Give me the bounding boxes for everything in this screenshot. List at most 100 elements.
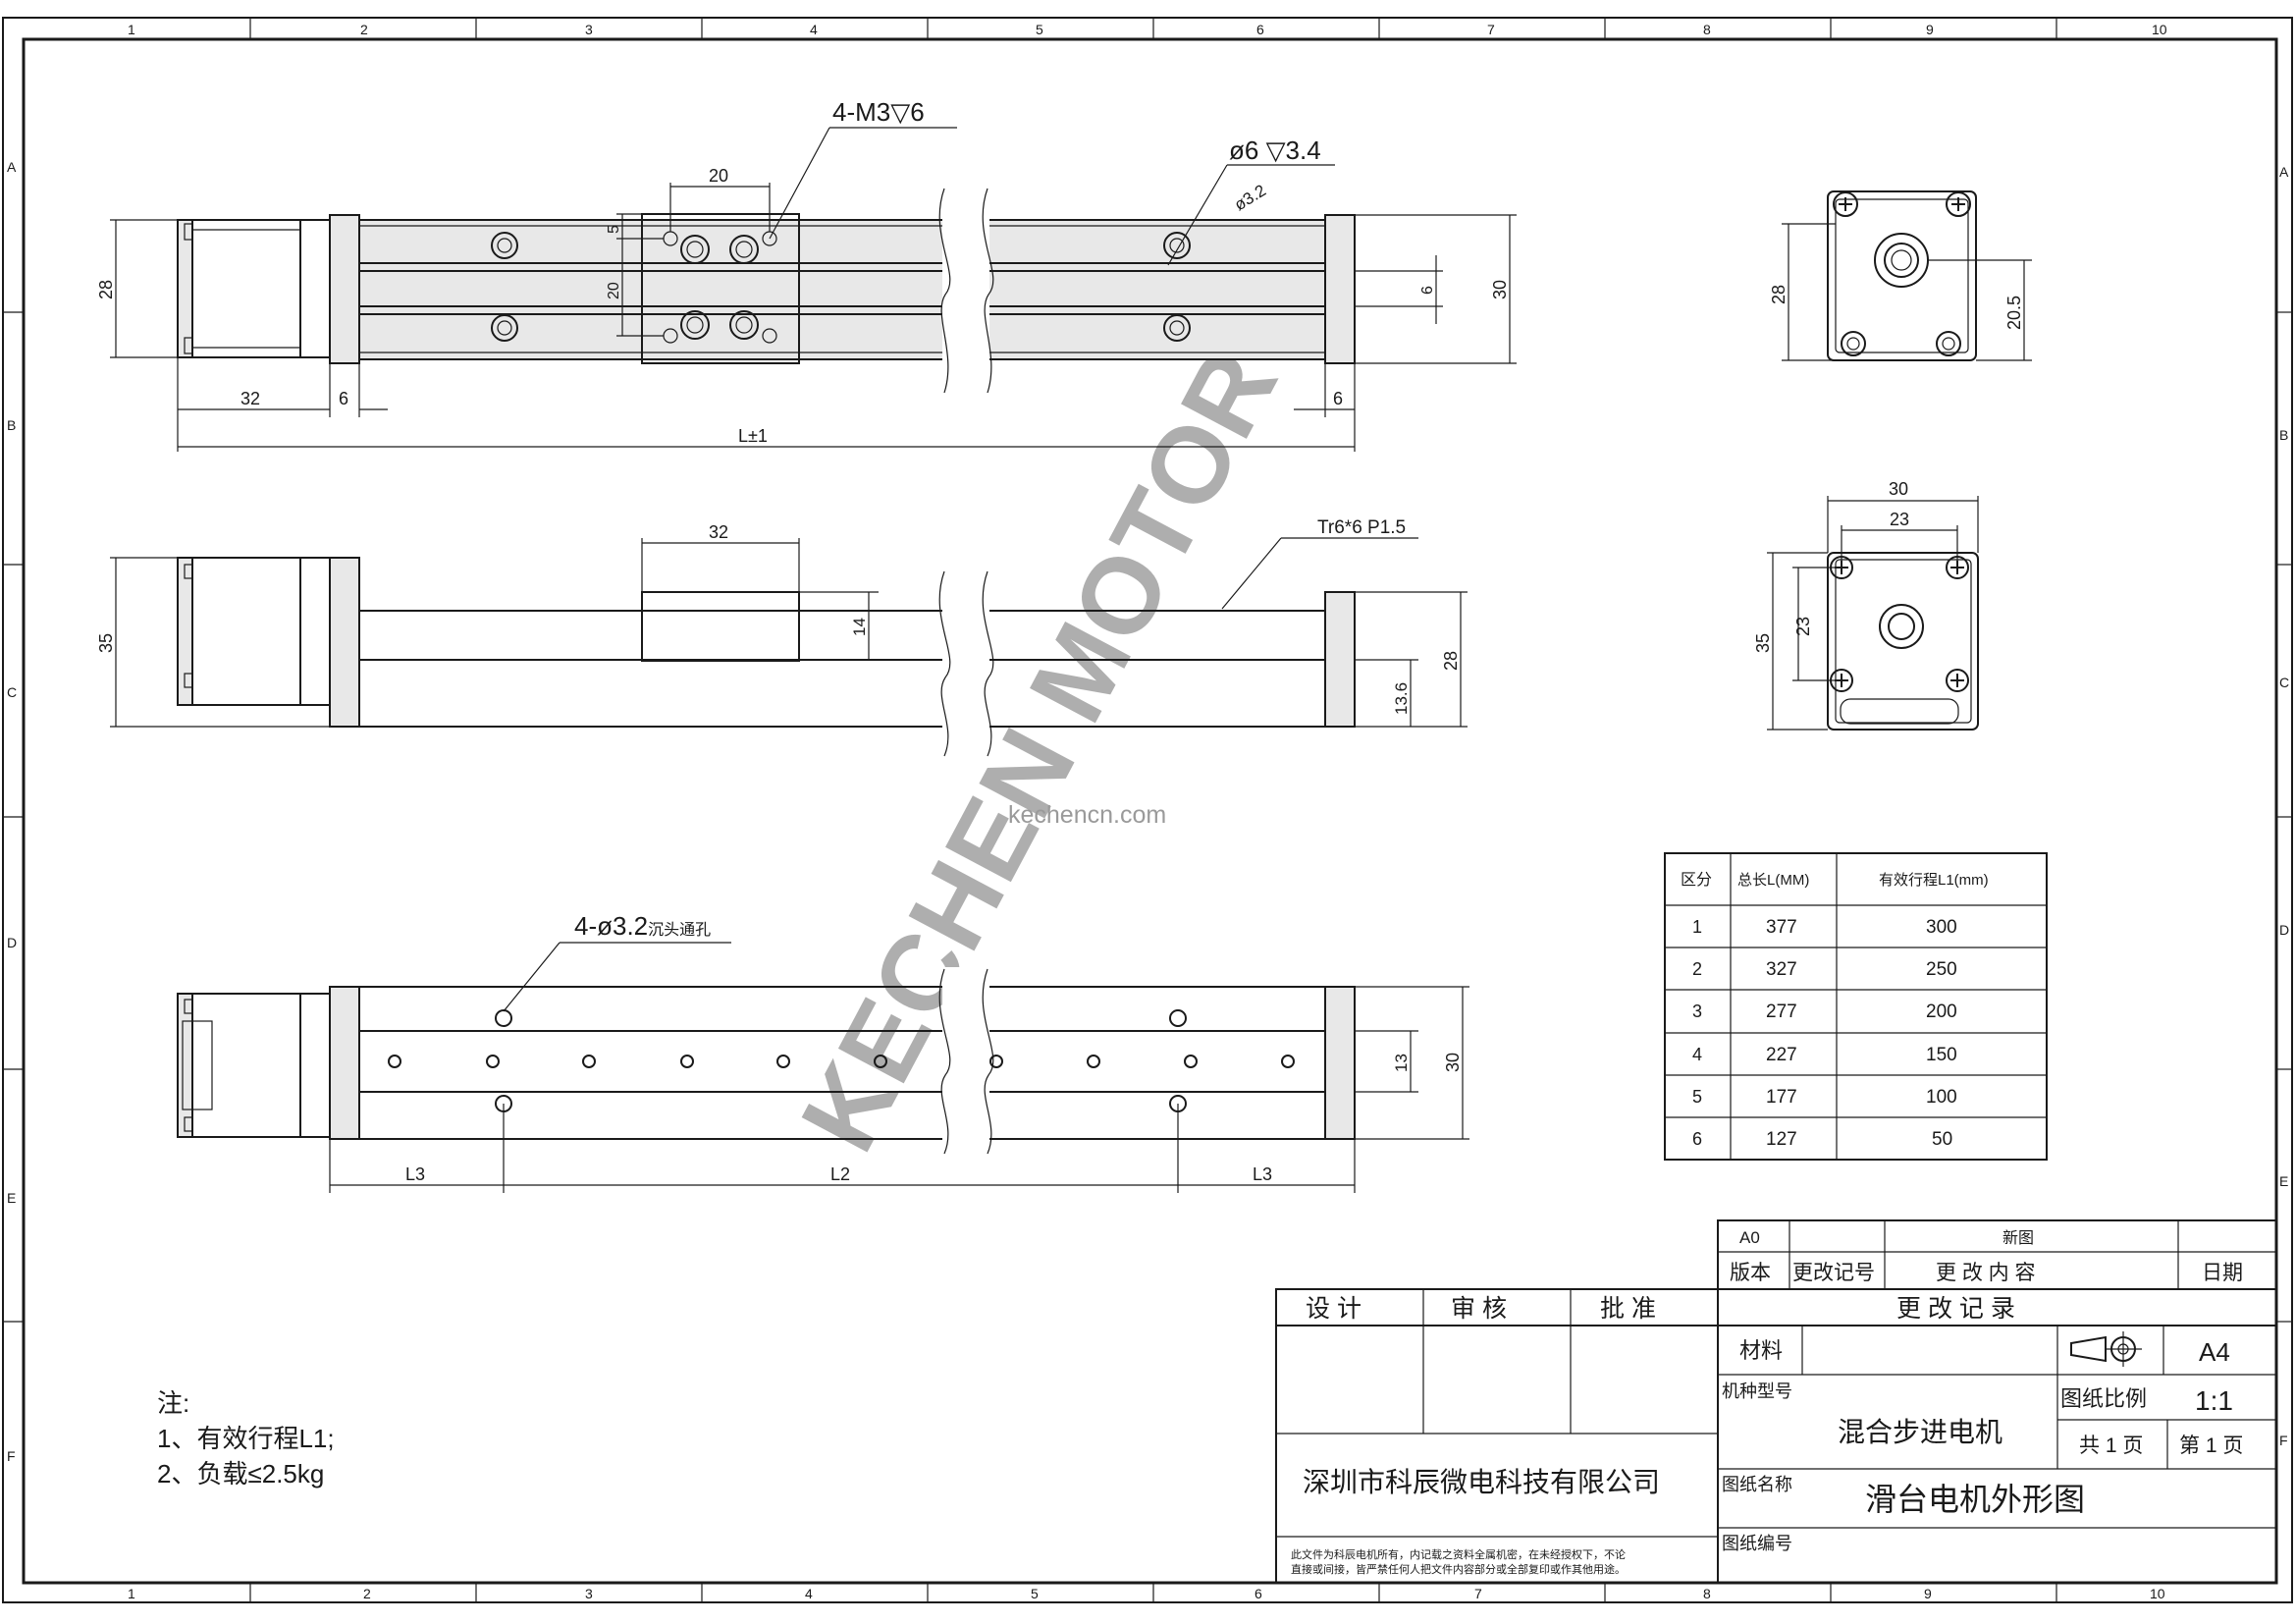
callout-thread: 4-M3▽6	[832, 97, 925, 127]
dim-top-32: 32	[240, 389, 260, 408]
dim-top-30: 30	[1490, 280, 1510, 299]
scale-value: 1:1	[2195, 1385, 2233, 1416]
spec-row-5-length: 177	[1766, 1087, 1797, 1108]
row-label-e: E	[7, 1190, 16, 1206]
row-label-right-d: D	[2279, 922, 2289, 938]
dim-top-length: L±1	[738, 426, 768, 446]
row-label-right-b: B	[2279, 427, 2288, 443]
dim-front-13-6: 13.6	[1392, 682, 1411, 715]
dim-end-bottom-23-side: 23	[1793, 617, 1813, 636]
row-label-f: F	[7, 1448, 16, 1464]
end-view-bottom: 30 23 35 23	[1753, 479, 1979, 731]
projection-symbol-icon	[2070, 1331, 2142, 1367]
col-label-bottom-9: 9	[1924, 1586, 1932, 1601]
header-design: 设 计	[1306, 1295, 1362, 1323]
dim-front-28: 28	[1441, 651, 1461, 671]
col-label-bottom-1: 1	[128, 1586, 135, 1601]
drawing-name: 滑台电机外形图	[1865, 1482, 2085, 1517]
header-change-content: 更 改 内 容	[1936, 1262, 2036, 1284]
model-value: 混合步进电机	[1838, 1417, 2002, 1447]
spec-row-4-length: 227	[1766, 1045, 1797, 1065]
sheet-frame	[2, 17, 2293, 1603]
spec-row-1-length: 377	[1766, 917, 1797, 938]
dim-front-14: 14	[850, 618, 869, 636]
spec-row-6-section: 6	[1692, 1129, 1702, 1149]
header-review: 审 核	[1451, 1295, 1507, 1323]
col-label-6: 6	[1256, 22, 1264, 37]
header-change-record: 更 改 记 录	[1896, 1295, 2015, 1323]
row-label-c: C	[7, 684, 17, 700]
row-label-right-e: E	[2279, 1173, 2288, 1189]
disclaimer-2: 直接或间接，皆严禁任何人把文件内容部分或全部复印或作其他用途。	[1291, 1562, 1626, 1576]
row-label-a: A	[7, 159, 17, 175]
watermark: KECHEN MOTOR kechencn.com	[778, 331, 1301, 1170]
callout-holes-note: 沉头通孔	[648, 920, 711, 939]
spec-row-1-stroke: 300	[1926, 917, 1957, 938]
rev-code: A0	[1739, 1228, 1760, 1247]
callout-hole: ø6 ▽3.4	[1229, 135, 1321, 165]
grid-row-labels: A B C D E F A B C D E F	[3, 159, 2292, 1464]
watermark-url: kechencn.com	[1008, 801, 1166, 829]
spec-row-4-section: 4	[1692, 1045, 1702, 1064]
col-label-2: 2	[360, 22, 368, 37]
dim-l2: L2	[830, 1164, 850, 1184]
col-label-bottom-6: 6	[1255, 1586, 1262, 1601]
header-drawing-name: 图纸名称	[1722, 1475, 1792, 1494]
dim-end-bottom-30: 30	[1889, 479, 1908, 499]
row-label-right-c: C	[2279, 675, 2289, 690]
grid-column-labels: 1 2 3 4 5 6 7 8 9 10 1 2 3 4 5 6 7 8 9 1…	[128, 18, 2167, 1602]
notes: 注: 1、有效行程L1; 2、负载≤2.5kg	[157, 1388, 335, 1489]
col-label-bottom-7: 7	[1474, 1586, 1482, 1601]
front-view: 35 32 14 28 13.6 Tr6*6 P1.5	[96, 517, 1468, 757]
page-current: 第 1 页	[2179, 1435, 2243, 1457]
col-label-5: 5	[1036, 22, 1043, 37]
spec-row-2-length: 327	[1766, 959, 1797, 980]
col-label-bottom-3: 3	[585, 1586, 593, 1601]
col-label-bottom-5: 5	[1031, 1586, 1039, 1601]
col-label-bottom-8: 8	[1703, 1586, 1711, 1601]
dim-top-28: 28	[96, 280, 116, 299]
dim-end-top-28: 28	[1769, 285, 1789, 304]
header-model: 机种型号	[1722, 1381, 1792, 1401]
top-view: 20 5 20 28 30 6 32 6 6 L±1 4-M3▽6	[96, 97, 1517, 452]
spec-row-3-stroke: 200	[1926, 1001, 1957, 1022]
dim-top-6-left: 6	[339, 389, 348, 408]
pages-total: 共 1 页	[2079, 1435, 2143, 1457]
spec-row-5-stroke: 100	[1926, 1087, 1957, 1108]
row-label-right-a: A	[2279, 164, 2289, 180]
callout-screw: Tr6*6 P1.5	[1317, 517, 1406, 538]
header-drawing-no: 图纸编号	[1722, 1534, 1792, 1553]
row-label-d: D	[7, 935, 17, 950]
dim-end-bottom-35: 35	[1753, 633, 1773, 653]
company-name: 深圳市科辰微电科技有限公司	[1303, 1467, 1660, 1497]
spec-row-2-stroke: 250	[1926, 959, 1957, 980]
spec-row-5-section: 5	[1692, 1087, 1702, 1107]
col-label-bottom-4: 4	[805, 1586, 813, 1601]
spec-row-1-section: 1	[1692, 917, 1702, 937]
notes-line-1: 1、有效行程L1;	[157, 1424, 335, 1453]
watermark-logo: KECHEN MOTOR	[778, 331, 1301, 1170]
row-label-b: B	[7, 417, 16, 433]
col-label-10: 10	[2152, 22, 2167, 37]
col-label-8: 8	[1703, 22, 1711, 37]
dim-bottom-30: 30	[1443, 1053, 1463, 1072]
spec-row-6-length: 127	[1766, 1129, 1797, 1150]
end-view-top: 28 20.5	[1769, 190, 2032, 361]
bottom-view: 13 30 L3 L2 L3 4-ø3.2沉头通孔	[177, 911, 1469, 1193]
spec-table: 区分 总长L(MM) 有效行程L1(mm) 1 377 300 2 327 25…	[1664, 852, 2048, 1161]
dim-l3-left: L3	[405, 1164, 425, 1184]
callout-drill: ø3.2	[1231, 181, 1269, 214]
dim-bottom-13: 13	[1392, 1054, 1411, 1072]
header-version: 版本	[1730, 1262, 1771, 1284]
header-change-no: 更改记号	[1792, 1262, 1875, 1284]
callout-holes: 4-ø3.2沉头通孔	[574, 911, 711, 941]
col-label-1: 1	[128, 22, 135, 37]
disclaimer-1: 此文件为科辰电机所有，内记载之资料全属机密，在未经授权下，不论	[1291, 1547, 1626, 1561]
dim-front-35: 35	[96, 633, 116, 653]
paper-size: A4	[2199, 1337, 2230, 1367]
header-approve: 批 准	[1600, 1295, 1656, 1323]
col-label-9: 9	[1926, 22, 1934, 37]
spec-header-length: 总长L(MM)	[1737, 872, 1809, 889]
col-label-bottom-2: 2	[363, 1586, 371, 1601]
